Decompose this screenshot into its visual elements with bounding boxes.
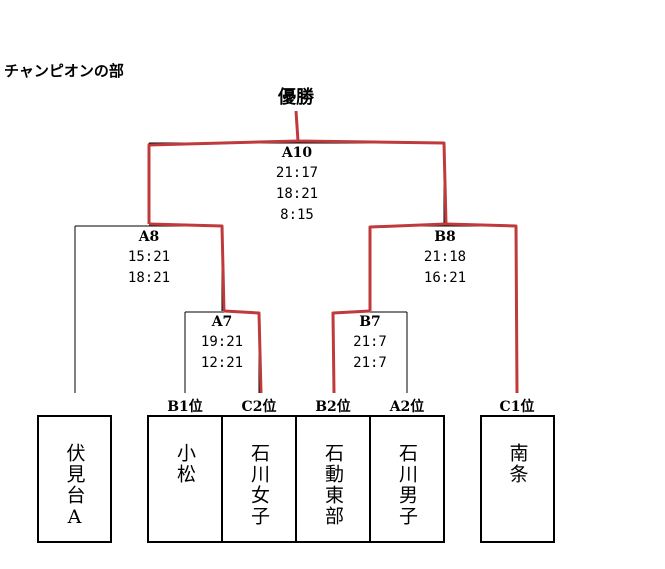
champion-stem-path: [294, 110, 448, 225]
match-b7-id: B7: [359, 314, 381, 330]
match-a8-score-1: 15:21: [127, 249, 171, 265]
match-b8-id: B8: [434, 229, 456, 245]
champion-label: 優勝: [278, 87, 314, 108]
team-name: 石川女子: [248, 443, 270, 527]
team-box-ishikawa-danshi: 石川男子: [369, 415, 445, 543]
section-title: チャンピオンの部: [4, 62, 124, 80]
match-a7-id: A7: [211, 314, 233, 330]
a8-winner-path: [148, 222, 226, 312]
b8-right-path: [445, 222, 519, 394]
b7-winner-path: [331, 309, 371, 394]
match-a10-id: A10: [281, 145, 313, 161]
winner-path-lines: [147, 110, 519, 394]
team-box-isurugi-tobu: 石動東部: [295, 415, 371, 543]
match-a7-score-2: 12:21: [200, 355, 244, 371]
match-b7-score-1: 21:7: [353, 334, 387, 350]
match-a10-score-1: 21:17: [275, 165, 319, 181]
team-name: 伏見台A: [63, 443, 86, 530]
match-a8-score-2: 18:21: [127, 270, 171, 286]
match-a8-id: A8: [138, 229, 160, 245]
team-box-nanjo: 南条: [480, 415, 555, 543]
match-b8-score-2: 16:21: [423, 270, 467, 286]
match-b7-score-2: 21:7: [353, 355, 387, 371]
seed-label: C1位: [499, 399, 535, 415]
match-a10-score-3: 8:15: [280, 207, 314, 223]
team-name: 小松: [174, 443, 196, 485]
seed-label: C2位: [241, 399, 277, 415]
seed-label: A2位: [389, 399, 425, 415]
b8-winner-path: [368, 222, 447, 311]
match-a10-score-2: 18:21: [275, 186, 319, 202]
team-box-komatsu: 小松: [147, 415, 223, 543]
match-b8-score-1: 21:18: [423, 249, 467, 265]
seed-label: B1位: [167, 399, 203, 415]
team-name: 南条: [506, 443, 529, 485]
team-box-ishikawa-joshi: 石川女子: [221, 415, 297, 543]
team-name: 石動東部: [322, 443, 344, 527]
team-box-fushimidai-a: 伏見台A: [37, 415, 112, 543]
a7-winner-path: [223, 309, 263, 394]
team-name: 石川男子: [396, 443, 418, 527]
match-a7-score-1: 19:21: [200, 334, 244, 350]
final-left-path: [147, 139, 299, 224]
seed-label: B2位: [315, 399, 351, 415]
